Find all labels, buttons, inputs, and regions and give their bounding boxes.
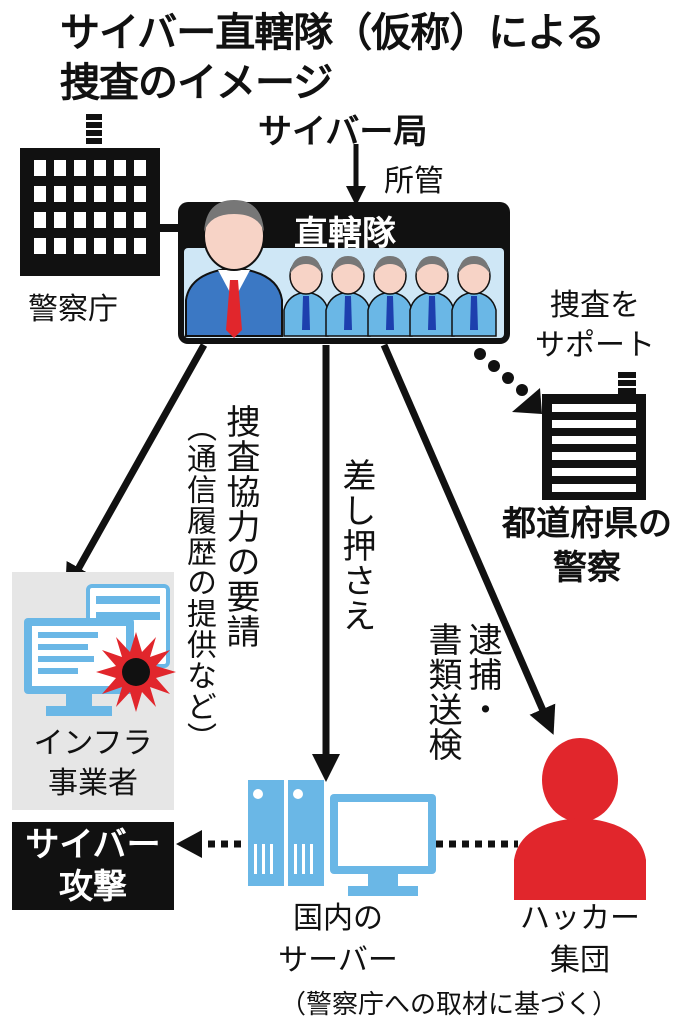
prefectural-police-label-line-1: 都道府県の [502, 504, 672, 544]
infrastructure-label-line-1: インフラ [33, 726, 153, 761]
domestic-server-label: 国内の サーバー [238, 898, 438, 982]
title-line-1: サイバー直轄隊（仮称）による [60, 10, 605, 56]
arrest-arrow [380, 343, 556, 735]
police-agency-label: 警察庁 [28, 292, 118, 327]
cooperation-request-label: 捜査協力の要請 [220, 404, 260, 649]
direct-unit-label: 直轄隊 [294, 214, 396, 254]
cyberattack-box [12, 822, 174, 910]
hacker-group-label: ハッカー 集団 [490, 898, 670, 982]
title-line-2: 捜査のイメージ [60, 60, 333, 106]
police-agency-building-icon [20, 114, 160, 276]
cyberattack-label-line-1: サイバー [25, 825, 161, 865]
source-note: （警察庁への取材に基づく） [280, 990, 619, 1020]
prefectural-police-label: 都道府県の 警察 [492, 502, 682, 590]
arrest-label-col-2: 書類送検 [422, 622, 462, 762]
cooperation-request-sublabel: （通信履歴の提供など） [181, 412, 216, 753]
cyber-bureau-label: サイバー局 [258, 112, 428, 152]
hacker-group-label-line-1: ハッカー [520, 901, 640, 936]
attack-dotted-arrow [176, 830, 244, 858]
cyberattack-label: サイバー 攻撃 [12, 824, 174, 908]
support-dotted-arrow [474, 348, 542, 414]
prefectural-police-label-line-2: 警察 [553, 548, 621, 588]
team-member-icons [283, 256, 497, 337]
arrest-label-col-1: 逮捕・ [462, 622, 502, 727]
cyberattack-label-line-2: 攻撃 [59, 867, 127, 907]
hacker-group-label-line-2: 集団 [550, 943, 610, 978]
jurisdiction-label: 所管 [384, 164, 444, 199]
attack-burst-icon [96, 632, 176, 712]
domestic-server-icon [248, 780, 436, 896]
leader-figure-icon [185, 200, 283, 338]
domestic-server-label-line-2: サーバー [278, 943, 398, 978]
infrastructure-label-line-2: 事業者 [48, 766, 138, 801]
title-block: サイバー直轄隊（仮称）による 捜査のイメージ [60, 8, 680, 108]
hacker-figure-icon [514, 738, 646, 900]
infrastructure-label: インフラ 事業者 [12, 724, 174, 804]
support-label: 捜査を サポート [520, 286, 670, 366]
seizure-label: 差し押さえ [336, 458, 376, 633]
domestic-server-label-line-1: 国内の [293, 901, 383, 936]
support-label-line-2: サポート [535, 328, 655, 363]
prefectural-police-building-icon [542, 372, 646, 500]
support-label-line-1: 捜査を [550, 288, 640, 323]
cooperation-request-arrow [65, 343, 208, 593]
